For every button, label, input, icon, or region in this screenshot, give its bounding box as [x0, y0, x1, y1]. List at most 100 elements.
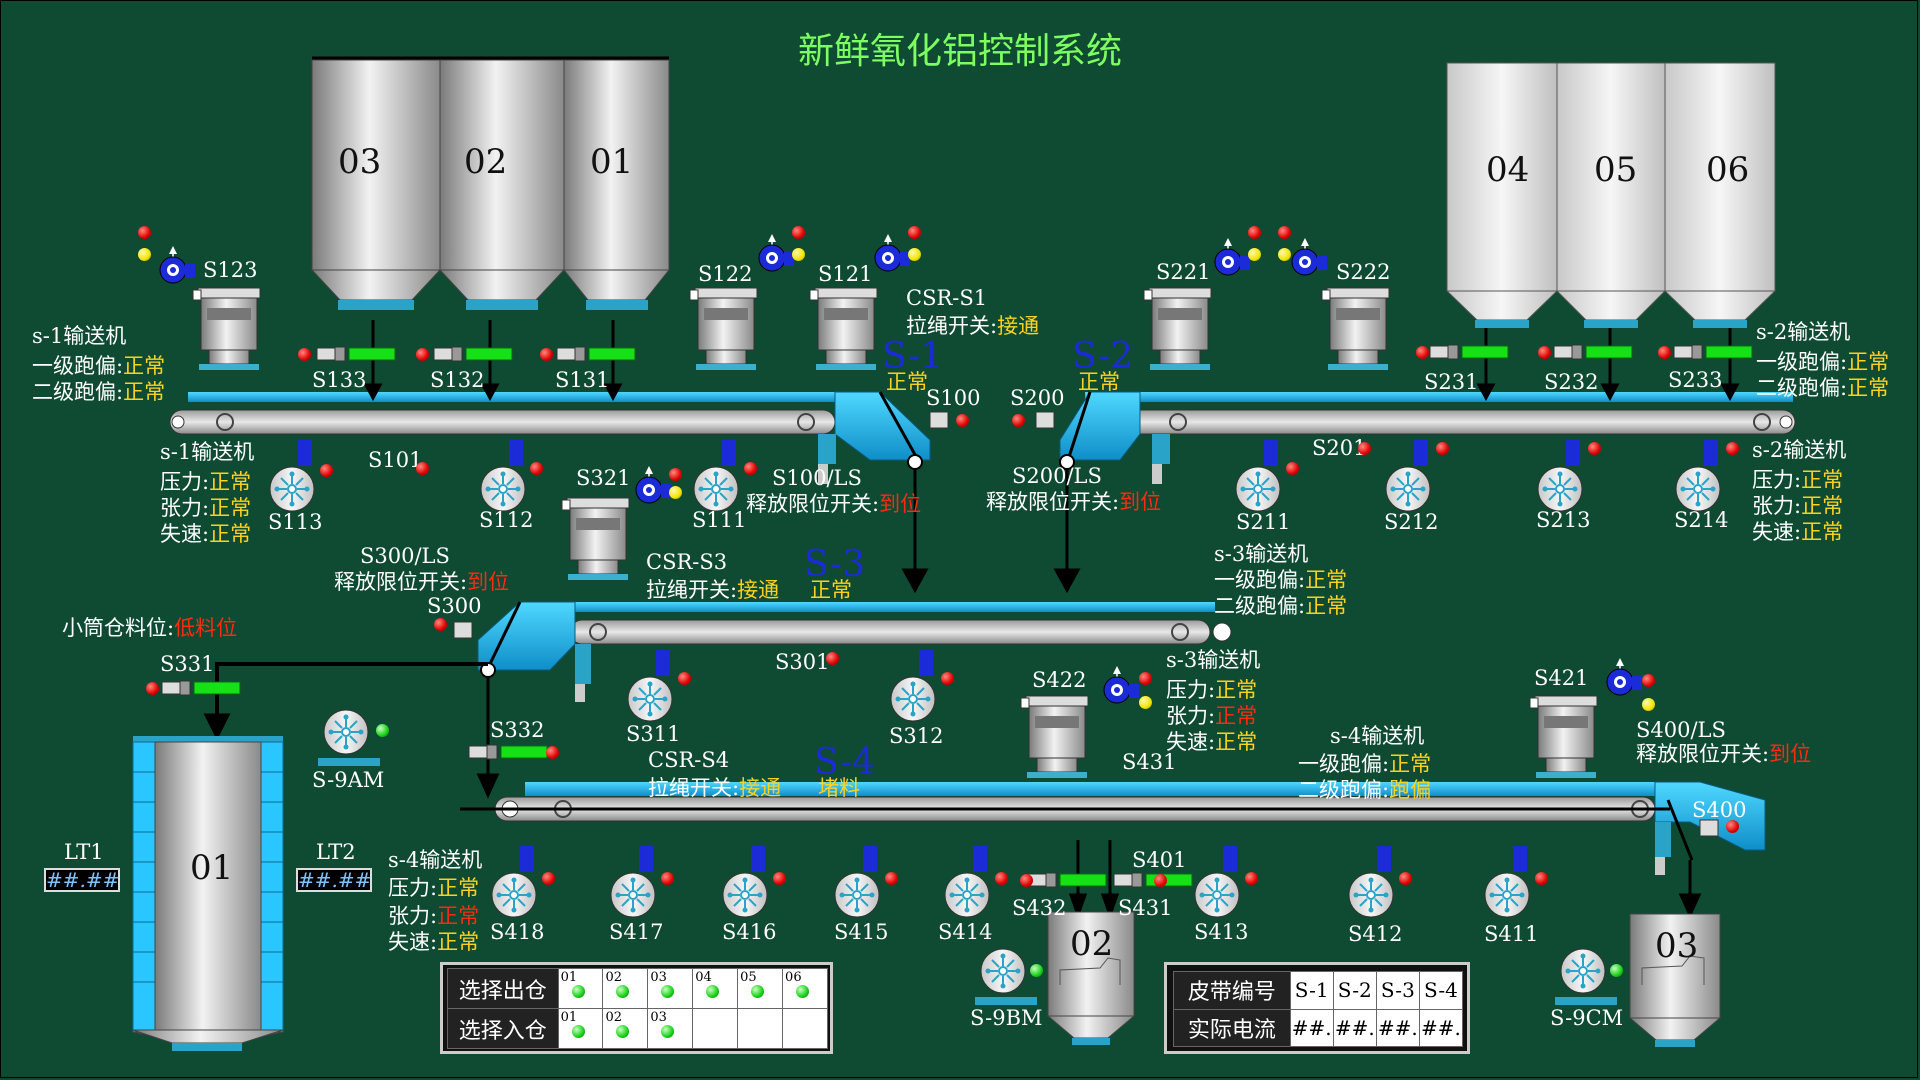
s3-tension-value: 正常: [1215, 704, 1258, 728]
out-silo-05[interactable]: 05: [737, 968, 784, 1009]
tank-03-label: 03: [1655, 926, 1699, 966]
lamp-red: [1416, 346, 1429, 359]
tag-S432[interactable]: S432: [1012, 896, 1067, 920]
in-silo-empty: [782, 1008, 828, 1049]
out-silo-03[interactable]: 03: [647, 968, 694, 1009]
belt-number-label: 皮带编号: [1173, 971, 1291, 1010]
out-silo-01[interactable]: 01: [557, 968, 604, 1009]
in-silo-02[interactable]: 02: [602, 1008, 649, 1049]
tank-01-label: 01: [190, 848, 234, 888]
actual-current-label: 实际电流: [1173, 1008, 1291, 1047]
out-silo-06[interactable]: 06: [782, 968, 828, 1009]
tag-S413[interactable]: S413: [1194, 920, 1249, 944]
in-silo-03[interactable]: 03: [647, 1008, 694, 1049]
csr-s3-label: 拉绳开关:: [646, 578, 738, 602]
tag-S431[interactable]: S431: [1122, 750, 1177, 774]
s1-speed-value: 正常: [209, 522, 252, 546]
tag-S212[interactable]: S212: [1384, 510, 1439, 534]
tag-S112[interactable]: S112: [479, 508, 534, 532]
conveyor-s3-tag[interactable]: S-3: [804, 544, 866, 585]
tag-S9AM[interactable]: S-9AM: [312, 768, 385, 792]
tag-S222[interactable]: S222: [1336, 260, 1391, 284]
lamp-red: [661, 872, 674, 885]
tag-S312[interactable]: S312: [889, 724, 944, 748]
lt2-value: ##.##: [296, 868, 372, 892]
s1-pressure-value: 正常: [209, 470, 252, 494]
s2-tension-value: 正常: [1801, 494, 1844, 518]
out-silo-02[interactable]: 02: [602, 968, 649, 1009]
tag-S332[interactable]: S332: [490, 718, 545, 742]
tag-S411[interactable]: S411: [1484, 922, 1539, 946]
tag-S9BM[interactable]: S-9BM: [970, 1006, 1043, 1030]
tag-S233[interactable]: S233: [1668, 368, 1723, 392]
tag-S414[interactable]: S414: [938, 920, 993, 944]
s4-speed-value: 正常: [437, 930, 480, 954]
s3-speed-label: 失速:: [1166, 730, 1216, 754]
current-S1: ##.: [1289, 1008, 1334, 1047]
s3-pressure-label: 压力:: [1166, 678, 1216, 702]
tag-S421[interactable]: S421: [1534, 666, 1589, 690]
silo-06-label: 06: [1706, 150, 1750, 190]
tag-S132[interactable]: S132: [430, 368, 485, 392]
tag-S113[interactable]: S113: [268, 510, 323, 534]
tag-S201[interactable]: S201: [1312, 436, 1367, 460]
tag-S133[interactable]: S133: [312, 368, 367, 392]
conveyor-s2-tag[interactable]: S-2: [1072, 336, 1134, 377]
s1-conveyor-title-2: s-1输送机: [160, 440, 255, 464]
lamp-red: [885, 872, 898, 885]
tag-S213[interactable]: S213: [1536, 508, 1591, 532]
silo-01-label: 01: [590, 142, 634, 182]
s4-tension-label: 张力:: [388, 904, 438, 928]
lamp-red: [908, 226, 921, 239]
lamp-red: [1726, 442, 1739, 455]
tag-S331[interactable]: S331: [160, 652, 215, 676]
tag-S401[interactable]: S401: [1132, 848, 1187, 872]
tag-S122[interactable]: S122: [698, 262, 753, 286]
lamp-red: [1012, 414, 1025, 427]
tag-S9CM[interactable]: S-9CM: [1550, 1006, 1624, 1030]
tag-S200[interactable]: S200: [1010, 386, 1065, 410]
out-silo-04[interactable]: 04: [692, 968, 739, 1009]
lamp-yellow: [138, 248, 151, 261]
s1-conveyor-title: s-1输送机: [32, 324, 127, 348]
tag-S311[interactable]: S311: [626, 722, 681, 746]
tag-S211[interactable]: S211: [1236, 510, 1291, 534]
lamp-red: [1436, 442, 1449, 455]
tag-S431b[interactable]: S431: [1118, 896, 1173, 920]
s1-dev1-label: 一级跑偏:: [32, 354, 124, 378]
s200ls-tag: S200/LS: [1012, 464, 1102, 488]
s200ls-value: 到位: [1119, 490, 1162, 514]
tag-S100[interactable]: S100: [926, 386, 981, 410]
tag-S232[interactable]: S232: [1544, 370, 1599, 394]
tag-S111[interactable]: S111: [692, 508, 747, 532]
tag-S131[interactable]: S131: [555, 368, 610, 392]
tag-S123[interactable]: S123: [203, 258, 258, 282]
tag-S400[interactable]: S400: [1692, 798, 1747, 822]
s200ls-label: 释放限位开关:: [986, 490, 1120, 514]
tag-S121[interactable]: S121: [818, 262, 873, 286]
tag-S301[interactable]: S301: [775, 650, 830, 674]
tag-S416[interactable]: S416: [722, 920, 777, 944]
tag-S412[interactable]: S412: [1348, 922, 1403, 946]
lamp-red: [826, 652, 839, 665]
tag-S418[interactable]: S418: [490, 920, 545, 944]
s300ls-value: 到位: [467, 570, 510, 594]
csr-s1-label: 拉绳开关:: [906, 314, 998, 338]
tag-S300[interactable]: S300: [427, 594, 482, 618]
s4-status: 堵料: [818, 776, 860, 800]
tag-S415[interactable]: S415: [834, 920, 889, 944]
tag-S214[interactable]: S214: [1674, 508, 1729, 532]
tag-S101[interactable]: S101: [368, 448, 423, 472]
s1-dev2-value: 正常: [123, 380, 166, 404]
tag-S221[interactable]: S221: [1156, 260, 1211, 284]
conveyor-s4-tag[interactable]: S-4: [814, 742, 876, 783]
silo-04-label: 04: [1486, 150, 1530, 190]
conveyor-s1-tag[interactable]: S-1: [882, 336, 944, 377]
tag-S417[interactable]: S417: [609, 920, 664, 944]
tank-01: [132, 736, 284, 1051]
in-silo-01[interactable]: 01: [557, 1008, 604, 1049]
tag-S321[interactable]: S321: [576, 466, 631, 490]
tag-S422[interactable]: S422: [1032, 668, 1087, 692]
s2-conveyor-title-2: s-2输送机: [1752, 438, 1847, 462]
tag-S231[interactable]: S231: [1424, 370, 1479, 394]
